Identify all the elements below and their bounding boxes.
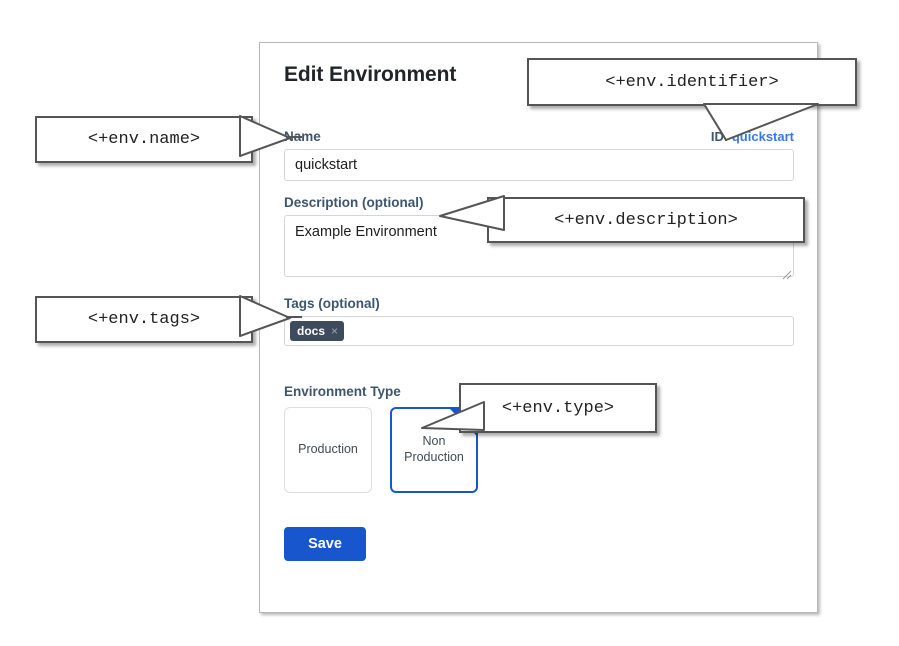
callout-env-identifier: <+env.identifier>: [527, 58, 857, 106]
callout-env-description-text: <+env.description>: [554, 210, 738, 230]
type-card-production-label: Production: [298, 442, 358, 457]
callout-env-identifier-text: <+env.identifier>: [605, 72, 779, 92]
tag-chip[interactable]: docs ×: [290, 321, 345, 341]
type-card-production[interactable]: Production: [284, 407, 372, 493]
callout-tail-type: [421, 401, 485, 431]
environment-form: Name ID: quickstart Description (optiona…: [284, 129, 794, 561]
environment-type-options: Production Non Production: [284, 407, 794, 493]
callout-env-tags-text: <+env.tags>: [87, 310, 201, 329]
callout-env-type: <+env.type>: [459, 383, 657, 433]
id-value-link[interactable]: quickstart: [731, 129, 794, 144]
callout-env-description: <+env.description>: [487, 197, 805, 243]
callout-env-tags: <+env.tags>: [35, 296, 253, 343]
description-label: Description (optional): [284, 195, 424, 210]
tags-input[interactable]: docs ×: [284, 316, 794, 346]
environment-id: ID: quickstart: [711, 129, 794, 144]
name-input[interactable]: [284, 149, 794, 181]
page-title: Edit Environment: [284, 63, 457, 86]
name-label: Name: [284, 129, 321, 144]
callout-tail-identifier: [703, 103, 819, 141]
tags-label: Tags (optional): [284, 296, 380, 311]
callout-env-type-text: <+env.type>: [501, 398, 615, 418]
tag-chip-label: docs: [297, 324, 326, 338]
save-button[interactable]: Save: [284, 527, 366, 561]
callout-tail-name: [239, 115, 302, 157]
callout-env-name-text: <+env.name>: [87, 130, 201, 149]
callout-tail-tags: [239, 295, 302, 337]
tag-remove-icon[interactable]: ×: [331, 324, 339, 338]
environment-type-label: Environment Type: [284, 384, 401, 399]
type-card-non-production-label: Non Production: [404, 434, 464, 464]
callout-env-name: <+env.name>: [35, 116, 253, 163]
name-label-row: Name ID: quickstart: [284, 129, 794, 149]
callout-tail-description: [439, 195, 505, 231]
